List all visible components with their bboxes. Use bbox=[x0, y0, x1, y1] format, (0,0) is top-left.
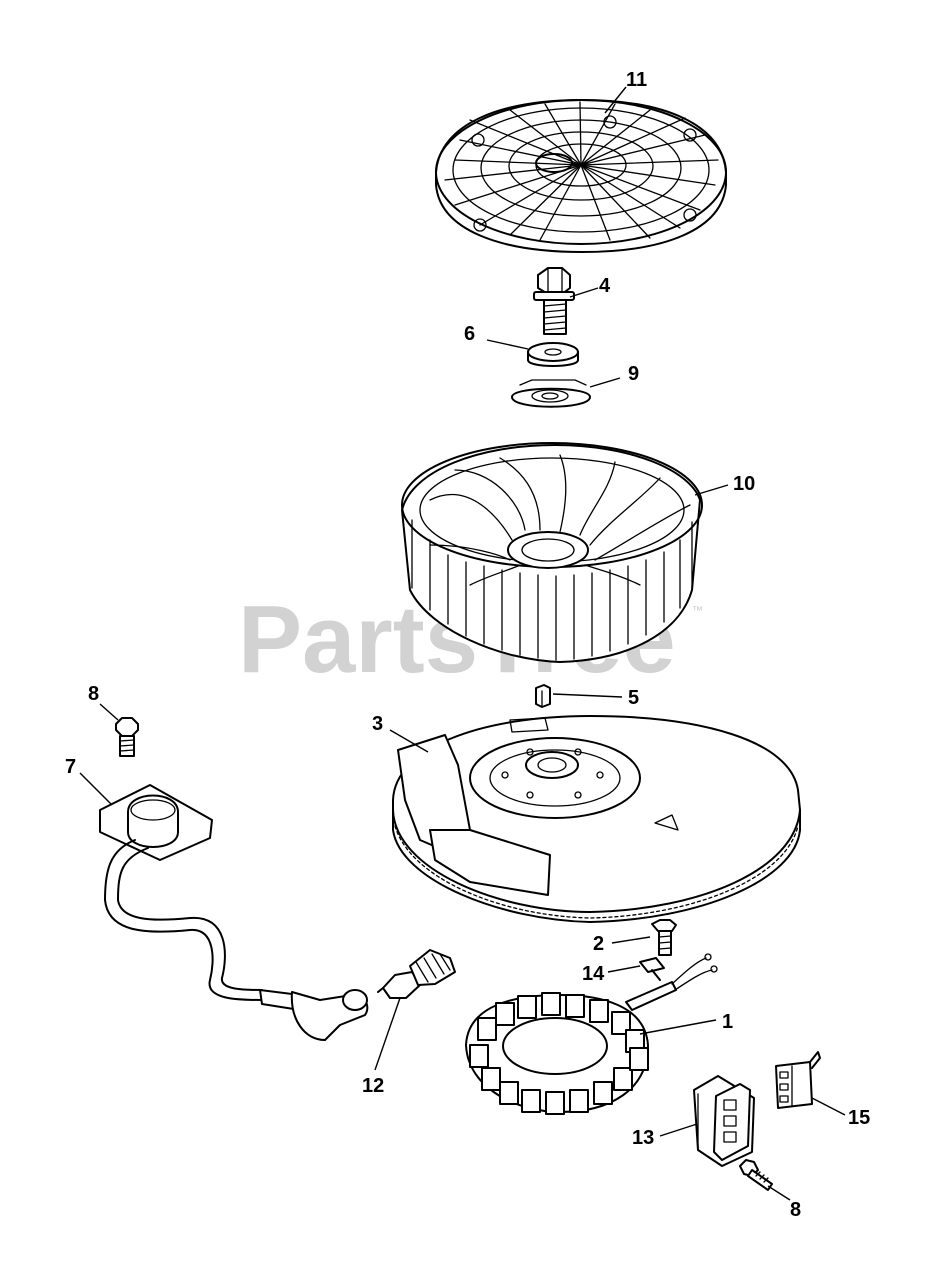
part-8-screw-bottom[interactable] bbox=[739, 1159, 773, 1191]
leader-6 bbox=[486, 339, 529, 350]
leader-12 bbox=[374, 997, 401, 1071]
leader-13 bbox=[659, 1123, 698, 1137]
leader-3 bbox=[389, 729, 429, 753]
part-5-key[interactable] bbox=[535, 684, 551, 708]
part-13-regulator[interactable] bbox=[693, 1075, 755, 1167]
callout-12: 12 bbox=[362, 1075, 384, 1097]
leader-8a bbox=[99, 703, 119, 721]
leader-2 bbox=[611, 936, 651, 944]
callout-labels: 11 4 6 9 10 5 3 8 7 2 14 1 12 13 15 8 bbox=[65, 69, 870, 1221]
part-15-connector[interactable] bbox=[775, 1051, 821, 1109]
callout-5: 5 bbox=[628, 687, 639, 709]
leader-15 bbox=[811, 1097, 846, 1116]
callout-8-top: 8 bbox=[88, 683, 99, 705]
leader-8b bbox=[767, 1185, 791, 1201]
leader-4 bbox=[569, 287, 599, 298]
part-12-spark-plug[interactable] bbox=[377, 949, 456, 999]
part-7-ignition-coil[interactable] bbox=[99, 784, 369, 1041]
leader-9 bbox=[589, 377, 621, 388]
leader-14 bbox=[607, 965, 641, 973]
leader-5 bbox=[552, 693, 623, 698]
part-9-star-washer[interactable] bbox=[511, 379, 591, 408]
callout-4: 4 bbox=[599, 275, 611, 297]
part-3-flywheel[interactable] bbox=[392, 715, 801, 923]
watermark-trademark: ™ bbox=[692, 605, 703, 617]
part-6-washer[interactable] bbox=[527, 342, 579, 367]
callout-8-bottom: 8 bbox=[790, 1199, 801, 1221]
part-11-grille[interactable] bbox=[435, 99, 727, 253]
callout-2: 2 bbox=[593, 933, 604, 955]
callout-1: 1 bbox=[722, 1011, 733, 1033]
callout-10: 10 bbox=[733, 473, 755, 495]
callout-6: 6 bbox=[464, 323, 475, 345]
leader-1 bbox=[639, 1019, 717, 1035]
part-8-screw-top[interactable] bbox=[115, 717, 139, 757]
part-1-stator[interactable] bbox=[465, 953, 718, 1115]
leader-lines bbox=[79, 86, 846, 1201]
part-14-terminal-clip[interactable] bbox=[639, 957, 665, 981]
leader-10 bbox=[694, 484, 729, 496]
part-2-screw[interactable] bbox=[651, 919, 677, 956]
callout-11: 11 bbox=[626, 69, 647, 91]
callout-3: 3 bbox=[372, 713, 383, 735]
callout-9: 9 bbox=[628, 363, 639, 385]
callout-13: 13 bbox=[632, 1127, 654, 1149]
part-4-bolt[interactable] bbox=[533, 267, 575, 335]
part-10-fan[interactable] bbox=[401, 442, 703, 663]
callout-15: 15 bbox=[848, 1107, 870, 1129]
leader-7 bbox=[79, 772, 113, 806]
callout-7: 7 bbox=[65, 756, 76, 778]
leader-11 bbox=[604, 86, 627, 114]
callout-14: 14 bbox=[582, 963, 605, 985]
